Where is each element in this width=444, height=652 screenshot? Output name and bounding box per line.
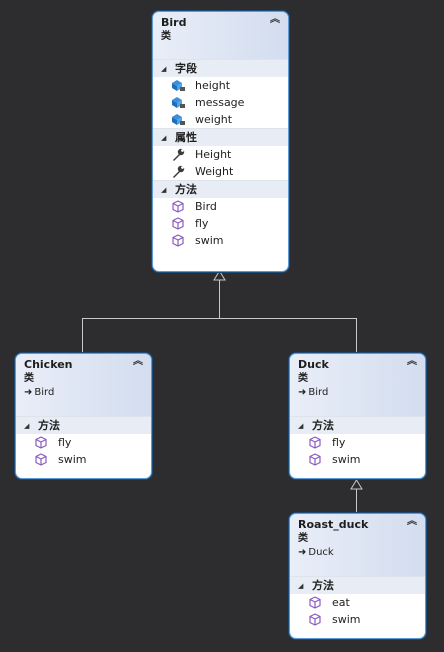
member-property[interactable]: Weight: [153, 163, 288, 180]
class-name: Bird: [161, 16, 187, 29]
base-class: ➜Bird: [298, 387, 329, 398]
class-header: Chicken 类 ➜Bird ︽: [16, 354, 151, 416]
wrench-icon: [173, 148, 185, 161]
class-header: Bird 类 ︽: [153, 12, 288, 59]
field-lock-icon: [172, 97, 185, 108]
member-method[interactable]: fly: [290, 434, 425, 451]
section-methods[interactable]: ◢方法: [16, 416, 151, 434]
double-chevron-up-icon[interactable]: ︽: [133, 356, 143, 367]
inherit-arrow-icon: ➜: [298, 547, 307, 558]
cube-icon: [309, 453, 321, 466]
double-chevron-up-icon[interactable]: ︽: [407, 516, 417, 527]
cube-icon: [309, 436, 321, 449]
cube-icon: [35, 436, 47, 449]
class-kind: 类: [298, 533, 308, 544]
double-chevron-up-icon[interactable]: ︽: [407, 356, 417, 367]
inheritance-line: [356, 488, 357, 513]
member-method[interactable]: swim: [290, 451, 425, 468]
inheritance-arrowhead: [213, 270, 226, 281]
member-method[interactable]: fly: [153, 215, 288, 232]
class-kind: 类: [161, 31, 171, 42]
class-roast-duck[interactable]: Roast_duck 类 ➜Duck ︽ ◢方法 eat swim: [289, 513, 426, 639]
cube-icon: [172, 217, 184, 230]
member-method[interactable]: Bird: [153, 198, 288, 215]
cube-icon: [309, 596, 321, 609]
base-class: ➜Bird: [24, 387, 55, 398]
expand-triangle-icon: ◢: [161, 65, 167, 73]
inherit-arrow-icon: ➜: [298, 387, 307, 398]
member-field[interactable]: message: [153, 94, 288, 111]
member-field[interactable]: height: [153, 77, 288, 94]
inheritance-line: [82, 318, 83, 353]
class-kind: 类: [298, 373, 308, 384]
expand-triangle-icon: ◢: [298, 422, 304, 430]
class-name: Chicken: [24, 358, 73, 371]
inheritance-line: [356, 318, 357, 353]
expand-triangle-icon: ◢: [24, 422, 30, 430]
cube-icon: [172, 200, 184, 213]
inheritance-arrowhead: [350, 479, 363, 490]
member-method[interactable]: swim: [290, 611, 425, 628]
member-method[interactable]: eat: [290, 594, 425, 611]
class-chicken[interactable]: Chicken 类 ➜Bird ︽ ◢方法 fly swim: [15, 353, 152, 479]
field-lock-icon: [172, 114, 185, 125]
member-method[interactable]: swim: [16, 451, 151, 468]
expand-triangle-icon: ◢: [298, 582, 304, 590]
cube-icon: [35, 453, 47, 466]
wrench-icon: [173, 165, 185, 178]
class-bird[interactable]: Bird 类 ︽ ◢字段 height message weight ◢属性 H…: [152, 11, 289, 272]
expand-triangle-icon: ◢: [161, 134, 167, 142]
class-kind: 类: [24, 373, 34, 384]
member-property[interactable]: Height: [153, 146, 288, 163]
inherit-arrow-icon: ➜: [24, 387, 33, 398]
double-chevron-up-icon[interactable]: ︽: [270, 14, 280, 25]
class-header: Duck 类 ➜Bird ︽: [290, 354, 425, 416]
inheritance-line: [219, 279, 220, 318]
section-fields[interactable]: ◢字段: [153, 59, 288, 77]
class-name: Duck: [298, 358, 329, 371]
cube-icon: [172, 234, 184, 247]
class-name: Roast_duck: [298, 518, 369, 531]
class-duck[interactable]: Duck 类 ➜Bird ︽ ◢方法 fly swim: [289, 353, 426, 479]
base-class: ➜Duck: [298, 547, 334, 558]
member-method[interactable]: swim: [153, 232, 288, 249]
section-methods[interactable]: ◢方法: [290, 416, 425, 434]
section-methods[interactable]: ◢方法: [290, 576, 425, 594]
member-field[interactable]: weight: [153, 111, 288, 128]
class-header: Roast_duck 类 ➜Duck ︽: [290, 514, 425, 576]
inheritance-line: [82, 318, 357, 319]
expand-triangle-icon: ◢: [161, 186, 167, 194]
section-properties[interactable]: ◢属性: [153, 128, 288, 146]
section-methods[interactable]: ◢方法: [153, 180, 288, 198]
member-method[interactable]: fly: [16, 434, 151, 451]
cube-icon: [309, 613, 321, 626]
field-lock-icon: [172, 80, 185, 91]
